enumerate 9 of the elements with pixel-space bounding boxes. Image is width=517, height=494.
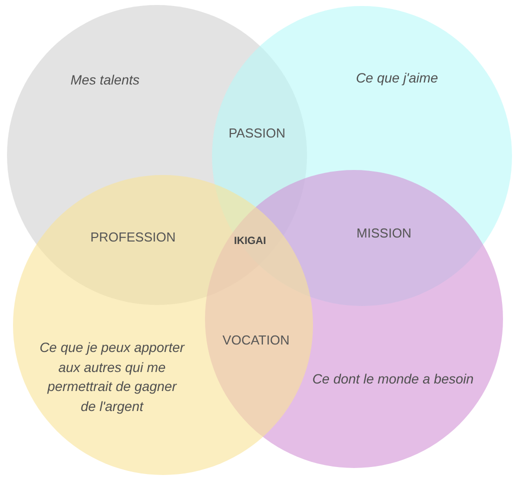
overlap-label: PASSION (228, 126, 286, 140)
circle-label: Ce que je peux apporter aux autres qui me permettrait de gagner de l'argent (38, 339, 186, 416)
circle-label: Ce dont le monde a besoin (312, 370, 474, 388)
circle-label: Ce que j'aime (356, 69, 438, 88)
overlap-label: VOCATION (222, 332, 290, 348)
overlap-label: PROFESSION (90, 230, 176, 244)
circle-label: Mes talents (70, 71, 140, 90)
center-label: IKIGAI (234, 235, 266, 247)
overlap-label: MISSION (356, 226, 412, 240)
